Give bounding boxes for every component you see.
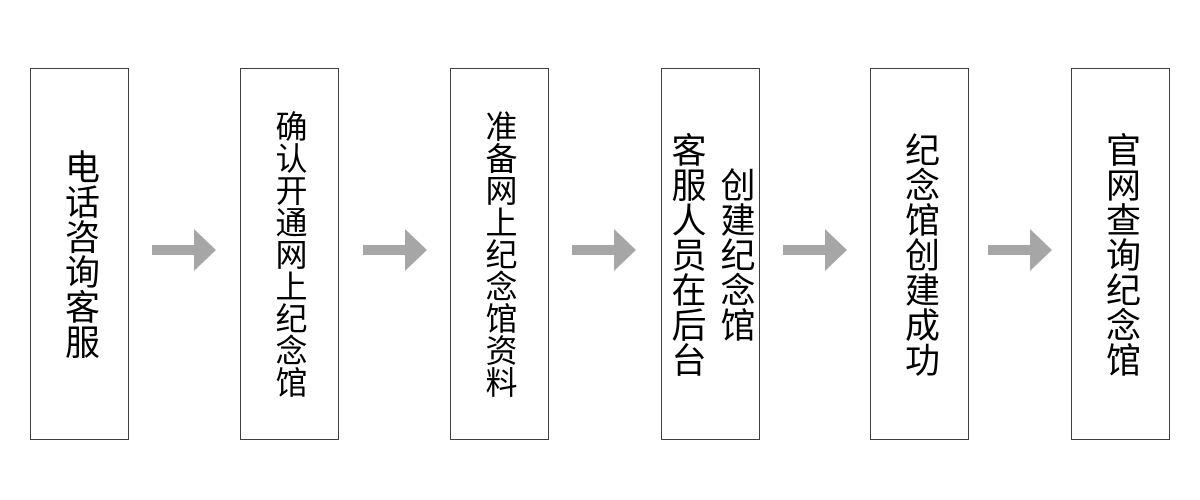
flow-step-1-label: 电话咨询客服 xyxy=(60,149,99,359)
flow-step-6: 官网查询纪念馆 xyxy=(1071,68,1170,440)
arrow-right-icon xyxy=(988,228,1052,272)
flow-step-1: 电话咨询客服 xyxy=(30,68,129,440)
flow-step-2-label: 确认开通网上纪念馆 xyxy=(271,110,308,398)
flow-step-4-label: 客服人员在后台 创建纪念馆 xyxy=(666,131,755,377)
arrow-right-icon xyxy=(152,228,216,272)
arrow-right-icon xyxy=(783,228,847,272)
arrow-right-icon xyxy=(572,228,636,272)
flow-step-4: 客服人员在后台 创建纪念馆 xyxy=(661,68,760,440)
flow-step-2: 确认开通网上纪念馆 xyxy=(240,68,339,440)
flow-step-5-label: 纪念馆创建成功 xyxy=(900,131,939,377)
arrow-right-icon xyxy=(363,228,427,272)
flow-step-6-label: 官网查询纪念馆 xyxy=(1101,131,1140,377)
flow-step-3-label: 准备网上纪念馆资料 xyxy=(481,110,518,398)
flow-step-3: 准备网上纪念馆资料 xyxy=(450,68,549,440)
flow-step-5: 纪念馆创建成功 xyxy=(870,68,969,440)
